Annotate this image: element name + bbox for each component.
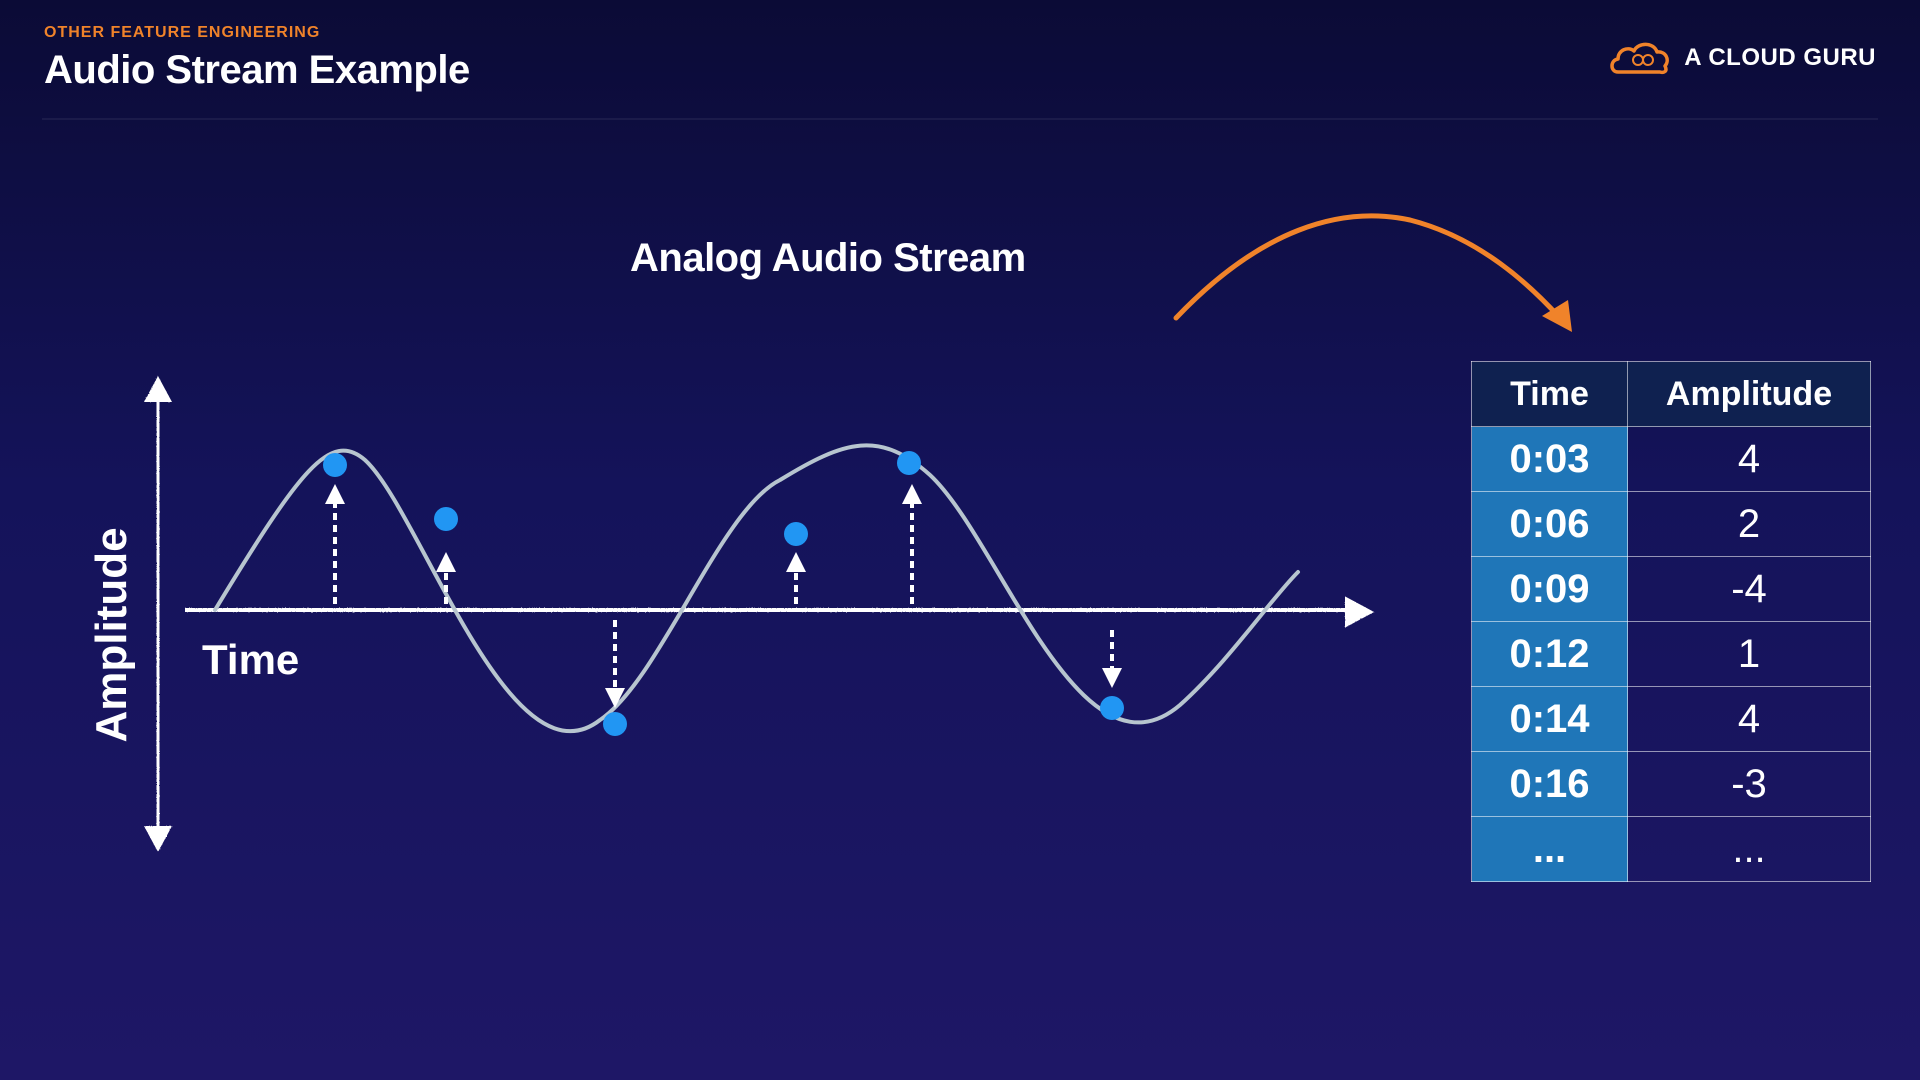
time-cell: 0:03 <box>1471 426 1628 492</box>
cloud-icon <box>1610 42 1670 75</box>
y-axis <box>144 376 172 852</box>
page-title: Audio Stream Example <box>44 48 470 92</box>
arrowhead-up-icon <box>902 484 922 504</box>
amplitude-cell: 4 <box>1627 426 1871 492</box>
diagram-title: Analog Audio Stream <box>630 236 1026 280</box>
amplitude-cell: 4 <box>1627 686 1871 752</box>
brand-name: A CLOUD GURU <box>1684 44 1876 71</box>
time-cell: 0:16 <box>1471 751 1628 817</box>
amplitude-cell: 1 <box>1627 621 1871 687</box>
brand-logo: A CLOUD GURU <box>1608 38 1876 78</box>
amplitude-cell: -3 <box>1627 751 1871 817</box>
table-header-row: Time Amplitude <box>1471 361 1871 427</box>
table-row: ... ... <box>1471 816 1871 882</box>
table-row: 0:16 -3 <box>1471 751 1871 817</box>
time-cell: 0:09 <box>1471 556 1628 622</box>
sample-points <box>323 451 1124 736</box>
section-eyebrow: OTHER FEATURE ENGINEERING <box>44 24 321 41</box>
column-header-amplitude: Amplitude <box>1627 361 1871 427</box>
analog-waveform <box>213 443 1300 733</box>
table-row: 0:03 4 <box>1471 426 1871 492</box>
arrowhead-icon <box>1542 300 1572 332</box>
sample-point <box>897 451 921 475</box>
y-axis-down-arrow <box>144 826 172 852</box>
sample-point <box>1100 696 1124 720</box>
x-axis-arrow <box>1345 596 1375 628</box>
time-cell: 0:14 <box>1471 686 1628 752</box>
y-axis-label: Amplitude <box>87 527 136 743</box>
time-cell: ... <box>1471 816 1628 882</box>
sample-point <box>784 522 808 546</box>
x-axis-label: Time <box>202 636 300 683</box>
table-row: 0:06 2 <box>1471 491 1871 557</box>
arrowhead-up-icon <box>786 552 806 572</box>
arrowhead-down-icon <box>1102 668 1122 688</box>
sample-table: Time Amplitude 0:03 4 0:06 2 0:09 -4 0:1… <box>1471 361 1871 882</box>
header: OTHER FEATURE ENGINEERING Audio Stream E… <box>44 24 470 93</box>
table-row: 0:12 1 <box>1471 621 1871 687</box>
arrowhead-up-icon <box>325 484 345 504</box>
amplitude-cell: ... <box>1627 816 1871 882</box>
header-divider <box>42 118 1878 120</box>
y-axis-up-arrow <box>144 376 172 402</box>
arrowhead-down-icon <box>605 688 625 708</box>
sample-point <box>603 712 627 736</box>
time-cell: 0:12 <box>1471 621 1628 687</box>
sample-arrowheads <box>325 484 1122 708</box>
x-axis <box>185 596 1375 628</box>
arrowhead-up-icon <box>436 552 456 572</box>
sample-arrows <box>333 502 1114 688</box>
amplitude-cell: 2 <box>1627 491 1871 557</box>
table-row: 0:09 -4 <box>1471 556 1871 622</box>
time-cell: 0:06 <box>1471 491 1628 557</box>
column-header-time: Time <box>1471 361 1628 427</box>
amplitude-cell: -4 <box>1627 556 1871 622</box>
sample-point <box>434 507 458 531</box>
sample-point <box>323 453 347 477</box>
table-row: 0:14 4 <box>1471 686 1871 752</box>
conversion-arrow <box>1173 213 1572 332</box>
